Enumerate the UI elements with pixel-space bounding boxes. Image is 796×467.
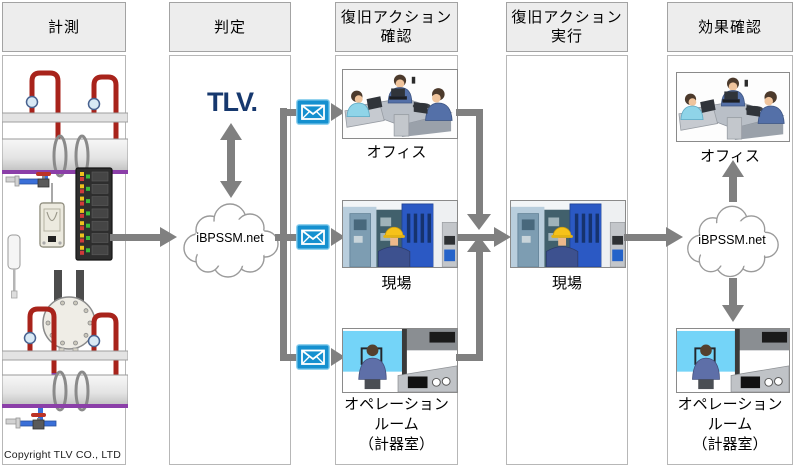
valve-scene-top xyxy=(5,172,51,188)
header-recovery-confirm: 復旧アクション 確認 xyxy=(335,2,458,52)
arrow-right-head xyxy=(666,227,683,247)
down-arrow-head xyxy=(467,214,491,230)
arrow-head-to-office xyxy=(331,103,345,121)
opsroom-label-line1: オペレーション xyxy=(677,396,783,413)
operation-room-illustration xyxy=(342,328,458,393)
cloud-icon xyxy=(687,205,779,278)
pipe-scene-top xyxy=(1,70,129,178)
arrow-shaft xyxy=(227,139,235,182)
arrow-head-to-site xyxy=(331,228,345,246)
led-monitor-panel xyxy=(75,167,113,261)
ibpssm-cloud-label: iBPSSM.net xyxy=(196,231,264,245)
header-recovery-confirm-line2: 確認 xyxy=(380,28,413,45)
cloud-icon xyxy=(183,203,279,278)
measurement-equipment-illustration xyxy=(1,55,129,465)
office-illustration xyxy=(342,69,458,139)
office-illustration-effect xyxy=(676,72,790,142)
site-label: 現場 xyxy=(381,275,412,292)
email-icon xyxy=(296,344,330,370)
site-illustration xyxy=(342,200,458,268)
header-judgment: 判定 xyxy=(169,2,291,52)
branch-middle-line xyxy=(275,234,297,241)
operation-room-label: オペレーション ルーム （計器室） xyxy=(335,395,458,455)
trap-sensor-device xyxy=(39,183,65,248)
office-down-line xyxy=(476,109,483,215)
tlv-logo: TLV. xyxy=(206,87,258,117)
ibpssm-cloud-effect: iBPSSM.net xyxy=(682,196,782,282)
header-judgment-label: 判定 xyxy=(213,18,246,36)
branch-bottom-line xyxy=(280,354,297,361)
opsroom-label-line2: ルーム xyxy=(707,416,753,433)
arrow-up-head xyxy=(722,160,744,177)
arrow-up-head xyxy=(220,123,242,140)
pipe-scene-bottom xyxy=(1,306,129,412)
right-arrow-head xyxy=(494,227,511,247)
arrow-shaft xyxy=(729,278,737,306)
opsroom-label-line3: （計器室） xyxy=(692,436,768,453)
arrow-shaft xyxy=(729,176,737,202)
opsroom-label-line3: （計器室） xyxy=(358,436,434,453)
header-effect-confirm-label: 効果確認 xyxy=(697,18,762,36)
probe-sensor xyxy=(7,234,21,299)
opsroom-label-line2: ルーム xyxy=(374,416,419,433)
header-recovery-execute-line1: 復旧アクション xyxy=(511,9,623,26)
arrow-down-head xyxy=(722,305,744,322)
email-icon xyxy=(296,99,330,125)
site-illustration-execute xyxy=(510,200,626,268)
site-label-execute: 現場 xyxy=(551,275,582,292)
ibpssm-cloud-label: iBPSSM.net xyxy=(698,233,766,247)
copyright-note: Copyright TLV CO., LTD xyxy=(4,449,122,461)
valve-scene-bottom xyxy=(5,408,57,430)
office-label: オフィス xyxy=(366,144,427,161)
header-measurement: 計測 xyxy=(2,2,126,52)
arrow-right-head xyxy=(160,227,177,247)
opsroom-label-line1: オペレーション xyxy=(344,396,449,413)
arrow-down-head xyxy=(220,181,242,198)
operation-room-illustration-effect xyxy=(676,328,790,393)
opsroom-out-line xyxy=(456,354,483,361)
arrow-shaft xyxy=(110,234,161,241)
branch-top-line xyxy=(280,109,297,116)
office-out-line xyxy=(456,109,483,116)
piping-and-sensors-art xyxy=(1,70,129,430)
arrow-shaft xyxy=(624,234,667,241)
arrow-head-to-opsroom xyxy=(331,348,345,366)
email-icon xyxy=(296,224,330,250)
header-measurement-label: 計測 xyxy=(47,18,80,36)
opsroom-up-line xyxy=(476,252,483,361)
header-recovery-confirm-line1: 復旧アクション xyxy=(340,9,453,26)
header-effect-confirm: 効果確認 xyxy=(667,2,793,52)
up-arrow-head xyxy=(467,236,491,252)
office-label-effect: オフィス xyxy=(700,148,760,165)
operation-room-label-effect: オペレーション ルーム （計器室） xyxy=(667,395,793,455)
ibpssm-cloud-judgment: iBPSSM.net xyxy=(178,194,282,282)
header-recovery-execute-line2: 実行 xyxy=(550,28,583,45)
header-recovery-execute: 復旧アクション 実行 xyxy=(506,2,628,52)
